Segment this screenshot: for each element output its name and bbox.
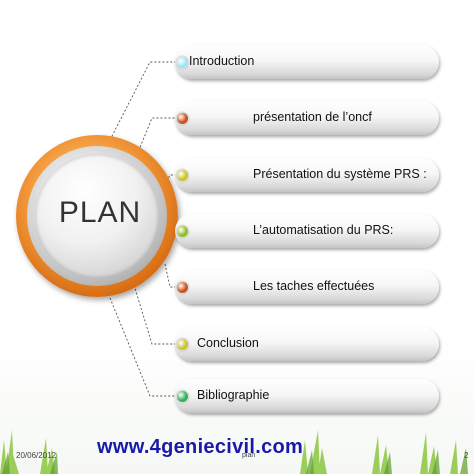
watermark-link[interactable]: www.4geniecivil.com (97, 436, 304, 458)
connector-6 (133, 284, 178, 345)
connector-1 (109, 61, 178, 141)
bullet-dot-icon (176, 112, 189, 125)
plan-title: PLAN (58, 196, 142, 229)
connector-2 (133, 117, 178, 163)
bullet-dot-icon (176, 281, 189, 294)
plan-circle: PLAN (16, 135, 178, 297)
footer-title: plan (242, 452, 256, 459)
footer-page-number: 2 (464, 451, 469, 460)
footer-date: 20/06/2012 (16, 451, 57, 460)
plan-item-label: présentation de l’oncf (253, 110, 372, 124)
plan-item-conclusion: Conclusion (175, 327, 439, 361)
bullet-dot-icon (176, 169, 189, 182)
plan-circle-ring: PLAN (27, 146, 167, 286)
connector-7 (109, 297, 178, 397)
plan-item-label: Les taches effectuées (253, 279, 375, 293)
plan-item-presentation-prs: Présentation du système PRS : (175, 158, 439, 192)
bullet-dot-icon (176, 225, 189, 238)
bullet-dot-icon (176, 338, 189, 351)
plan-item-label: Présentation du système PRS : (253, 167, 427, 181)
plan-item-label: Conclusion (197, 336, 259, 350)
plan-item-automatisation: L’automatisation du PRS: (175, 214, 439, 248)
plan-item-label: Bibliographie (197, 388, 270, 402)
plan-item-label: Introduction (189, 54, 255, 68)
plan-item-label: L’automatisation du PRS: (253, 223, 394, 237)
plan-item-bibliographie: Bibliographie (175, 379, 439, 413)
plan-circle-center: PLAN (35, 154, 159, 278)
plan-item-introduction: Introduction (175, 45, 439, 79)
bullet-dot-icon (176, 56, 189, 69)
plan-item-presentation-oncf: présentation de l’oncf (175, 101, 439, 135)
bullet-dot-icon (176, 390, 189, 403)
plan-item-taches: Les taches effectuées (175, 270, 439, 304)
